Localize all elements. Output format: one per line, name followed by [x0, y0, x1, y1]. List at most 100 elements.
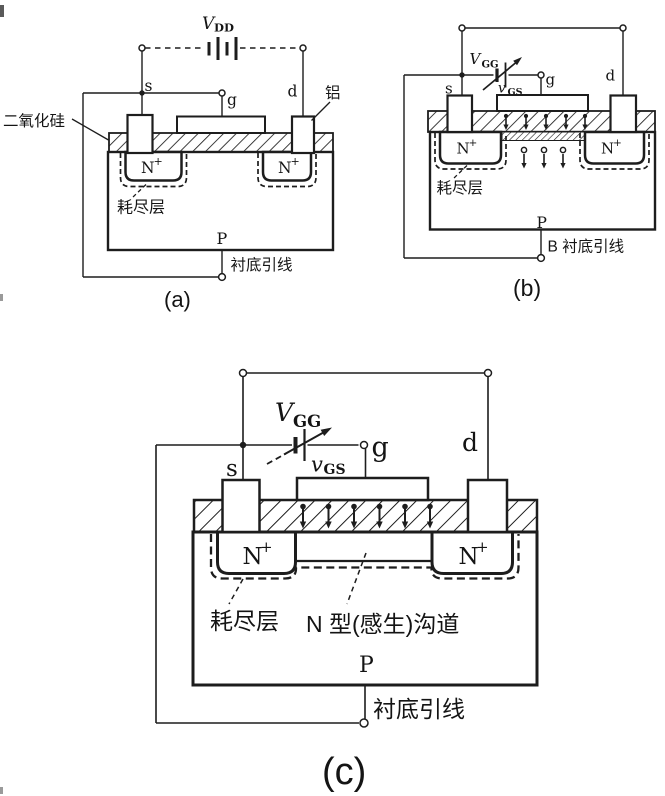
fig-c-nplus-source-text: N +	[243, 538, 273, 570]
fig-b-drain-label: d	[606, 67, 616, 85]
svg-text:N: N	[601, 140, 614, 158]
fig-b-drain-contact	[609, 94, 638, 134]
fig-a-battery-symbol	[207, 37, 238, 60]
fig-b-source-contact	[446, 94, 474, 134]
fig-b-vgs-symbol: v	[498, 81, 506, 97]
fig-b-depletion-outline-source	[434, 133, 507, 170]
fig-c-vgg-symbol: V	[275, 398, 296, 427]
fig-b-nplus-source-region	[438, 130, 503, 165]
fig-c-top-right-node	[483, 368, 493, 378]
fig-a-nplus-source-region	[124, 150, 183, 182]
svg-text:N: N	[459, 544, 479, 570]
fig-c-substrate-box	[191, 530, 539, 687]
fig-c-vgg-subscript: GG	[293, 412, 321, 431]
fig-b-substrate-label: P	[537, 214, 547, 232]
fig-a-gate-label: g	[227, 91, 237, 109]
fig-a-substrate-terminal-node	[217, 272, 227, 282]
fig-a-depletion-leader	[132, 184, 147, 198]
fig-c-source-junction-dot	[239, 441, 247, 449]
fig-b-depletion-leader	[453, 165, 468, 179]
fig-a-source-supply-node	[138, 44, 146, 52]
fig-b-nplus-drain-region	[583, 130, 646, 165]
svg-text:N: N	[457, 140, 470, 158]
fig-c-annotations: 耗尽层 N 型(感生)沟道 衬底引线 (c)	[210, 552, 465, 793]
fig-b-variable-arrow	[482, 61, 517, 91]
scan-edge-marks	[0, 5, 4, 794]
fig-c-source-label: s	[226, 456, 238, 482]
svg-text:+: +	[469, 137, 478, 149]
fig-c-field-arrows	[299, 503, 434, 529]
fig-a-device-structure: N + N + P	[106, 113, 335, 252]
fig-b-hole-symbols	[520, 146, 567, 169]
fig-a-substrate-lead-label: 衬底引线	[231, 256, 293, 274]
fig-a-substrate-label: P	[217, 229, 228, 248]
fig-a-aluminum-leader	[311, 101, 331, 121]
fig-b-substrate-terminal-node	[536, 253, 546, 263]
fig-c-nplus-drain-text: N +	[459, 538, 489, 570]
fig-b-top-left-node	[458, 24, 466, 32]
fig-a-nplus-drain-text: N +	[278, 155, 300, 177]
fig-a-source-contact	[126, 113, 154, 155]
fig-c-source-contact	[221, 478, 261, 534]
fig-b-gate-label: g	[546, 71, 556, 89]
fig-c-nplus-source-region	[216, 530, 297, 575]
fig-c-vgs-subscript: GS	[324, 462, 346, 478]
fig-c-depletion-label: 耗尽层	[210, 608, 279, 634]
fig-b-variable-arrowhead	[513, 57, 522, 66]
fig-c-gate-label: g	[372, 432, 389, 463]
fig-b-terminal-labels: s g d	[445, 67, 616, 98]
fig-c-battery-symbol: V GG v GS	[266, 398, 346, 478]
fig-c-depletion-outline	[209, 534, 520, 580]
fig-b-source-junction-dot	[459, 72, 465, 78]
fig-a-vdd-subscript: DD	[214, 21, 234, 35]
fig-c-vgs-symbol: v	[311, 453, 323, 477]
svg-text:N: N	[243, 544, 263, 570]
fig-a-drain-contact	[290, 115, 316, 155]
fig-a-nplus-source-text: N +	[141, 155, 163, 177]
fig-b-nplus-source-text: N +	[457, 137, 478, 158]
fig-c-drain-label: d	[462, 428, 478, 457]
fig-c-channel-leader	[346, 552, 367, 605]
fig-b-battery-symbol: V GG v GS	[470, 50, 523, 98]
fig-b-vgg-symbol: V	[470, 50, 483, 68]
fig-b-vgs-subscript: GS	[508, 87, 523, 98]
fig-c-top-left-node	[238, 368, 248, 378]
fig-c-variable-arrow	[283, 429, 328, 456]
fig-a-nplus-drain-region	[261, 150, 313, 182]
fig-b-annotations: 耗尽层 B 衬底引线 (b)	[437, 165, 625, 301]
fig-c-depletion-leader	[228, 578, 244, 605]
fig-a-supply-circuit: V DD	[138, 14, 307, 60]
fig-a-annotations: 二氧化硅 铝 耗尽层 衬底引线 (a)	[3, 84, 341, 312]
fig-c-terminal-labels: s g d	[226, 428, 478, 482]
svg-text:N: N	[141, 159, 155, 177]
fig-a-depletion-outline-source	[119, 153, 188, 188]
fig-b-depletion-outline-drain	[579, 133, 650, 170]
fig-a-vdd-symbol: V	[202, 14, 216, 34]
fig-b-vgg-subscript: GG	[482, 60, 499, 71]
fig-b-wires	[403, 24, 627, 263]
fig-a-depletion-label: 耗尽层	[117, 199, 165, 217]
fig-c-wires	[155, 368, 493, 728]
fig-a-source-junction-dot	[139, 90, 145, 96]
fig-c-channel-label: N 型(感生)沟道	[306, 611, 459, 637]
svg-text:+: +	[613, 137, 622, 149]
fig-b-caption: (b)	[513, 275, 541, 301]
fig-b-substrate-lead-label: B 衬底引线	[548, 238, 625, 256]
fig-b-top-right-node	[619, 24, 627, 32]
figure-b: V GG v GS s g d	[403, 24, 657, 301]
fig-a-silicon-dioxide-label: 二氧化硅	[3, 112, 65, 130]
fig-a-drain-label: d	[288, 83, 298, 101]
svg-text:N: N	[278, 159, 292, 177]
fig-c-drain-contact	[466, 478, 509, 534]
fig-c-substrate-label: P	[359, 653, 374, 678]
fig-b-nplus-drain-text: N +	[601, 137, 622, 158]
fig-a-substrate-box	[106, 150, 335, 252]
fig-a-gate-node	[218, 89, 226, 97]
fig-a-depletion-outline-drain	[257, 153, 317, 188]
figure-a: V DD s g d N	[3, 14, 341, 312]
figure-c: V GG v GS s g d	[155, 368, 539, 793]
svg-text:+: +	[291, 155, 300, 168]
fig-b-device-structure: N + N + P	[427, 94, 657, 232]
